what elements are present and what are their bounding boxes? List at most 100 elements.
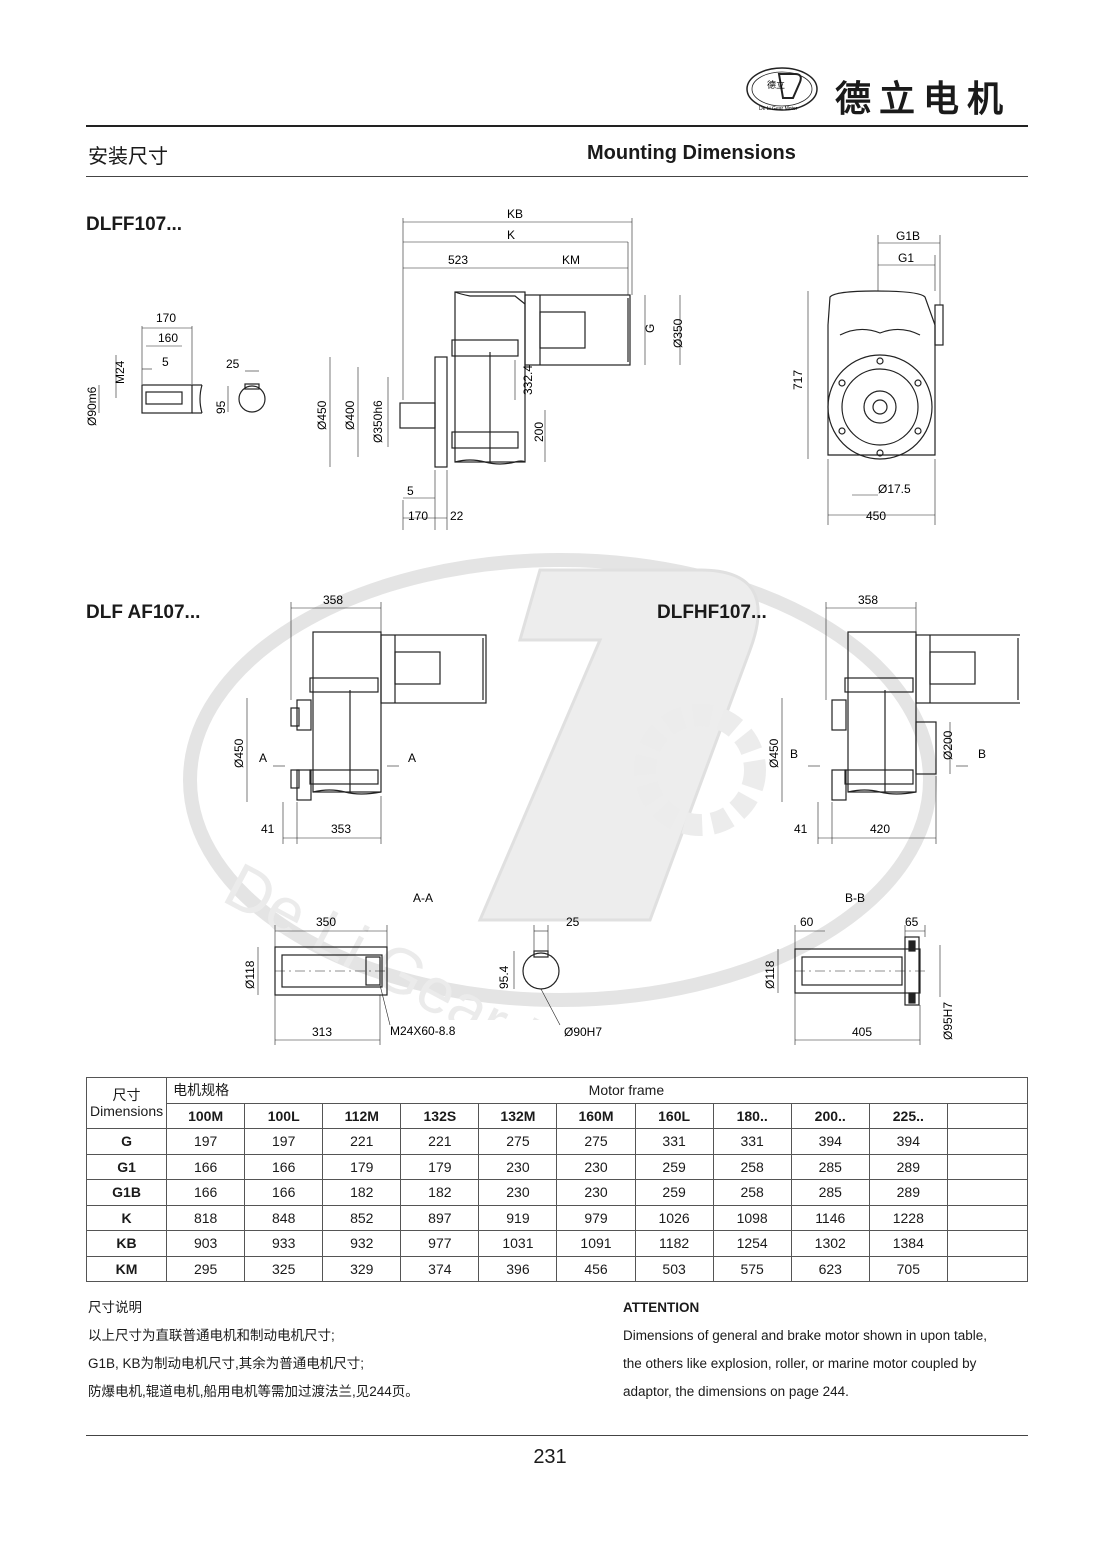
table-cell: 394	[790, 1128, 870, 1155]
dim-d450: Ø450	[315, 400, 329, 430]
model-label-ff: DLFF107...	[86, 214, 183, 235]
dim-d17: Ø17.5	[878, 482, 911, 496]
frame-cell: 132M	[478, 1102, 558, 1129]
table-cell: 275	[556, 1128, 636, 1155]
notes-cn-title: 尺寸说明	[88, 1300, 142, 1315]
table-cell: 1254	[712, 1230, 792, 1257]
dim-bb-65: 65	[905, 915, 919, 929]
dim-aa-95: 95.4	[497, 965, 511, 989]
table-cell: 259	[634, 1153, 714, 1180]
table-cell: 230	[556, 1179, 636, 1206]
table-cell: 396	[478, 1255, 558, 1282]
table-cell: 197	[244, 1128, 324, 1155]
row-label: G1	[85, 1153, 168, 1180]
dim-b22: 22	[450, 509, 464, 523]
dim-aa-key-25: 25	[566, 915, 580, 929]
frame-cell: 132S	[400, 1102, 480, 1129]
watermark: De Li Gear Motor	[183, 553, 937, 1020]
dim-200: 200	[532, 422, 546, 442]
dim-b170: 170	[408, 509, 428, 523]
row-label: G1B	[85, 1179, 168, 1206]
table-row: K 818 848 852 897 919 979 1026 1098 1146…	[85, 1204, 1029, 1231]
dim-faf-353: 353	[331, 822, 351, 836]
dim-aa-313: 313	[312, 1025, 332, 1039]
table-cell: 221	[400, 1128, 480, 1155]
dim-faf-41: 41	[261, 822, 275, 836]
table-cell: 977	[400, 1230, 480, 1257]
dim-d400: Ø400	[343, 400, 357, 430]
table-cell: 325	[244, 1255, 324, 1282]
shaft-end-drawing: 170 160 5 M24 Ø90m6 25 95	[85, 311, 266, 426]
dim-fhf-d450: Ø450	[767, 738, 781, 768]
section-title-cn: 安装尺寸	[88, 146, 168, 168]
frame-cell-empty	[946, 1102, 1029, 1129]
dim-d350: Ø350	[671, 318, 685, 348]
table-cell-empty	[946, 1128, 1029, 1155]
table-cell: 179	[400, 1153, 480, 1180]
dim-shaft-160: 160	[158, 331, 178, 345]
table-cell: 919	[478, 1204, 558, 1231]
dim-bb-405: 405	[852, 1025, 872, 1039]
section-title-en: Mounting Dimensions	[587, 142, 796, 164]
table-cell: 1031	[478, 1230, 558, 1257]
table-cell: 230	[478, 1153, 558, 1180]
table-cell: 289	[868, 1179, 948, 1206]
table-cell: 848	[244, 1204, 324, 1231]
notes-en-line: adaptor, the dimensions on page 244.	[623, 1384, 849, 1399]
table-cell: 852	[322, 1204, 402, 1231]
table-cell: 329	[322, 1255, 402, 1282]
section-a-left: A	[259, 751, 267, 765]
notes-en-line: Dimensions of general and brake motor sh…	[623, 1328, 987, 1343]
dim-key-25: 25	[226, 357, 240, 371]
table-cell: 897	[400, 1204, 480, 1231]
frame-cell: 180..	[712, 1102, 792, 1129]
frame-cell: 100M	[166, 1102, 246, 1129]
dim-shaft-m24: M24	[113, 360, 127, 384]
ff-side-view-drawing: KB K 523 KM G Ø350 332.4 Ø450 Ø400 Ø350h…	[315, 207, 685, 530]
page-number: 231	[533, 1446, 567, 1468]
model-label-fhf: DLFHF107...	[657, 602, 767, 623]
table-cell: 179	[322, 1153, 402, 1180]
dim-shaft-d90: Ø90m6	[85, 386, 99, 426]
table-cell: 258	[712, 1179, 792, 1206]
ff-front-view-drawing: G1B G1 717 Ø17.5 450	[791, 229, 944, 525]
header-divider	[86, 125, 1028, 127]
table-cell: 1098	[712, 1204, 792, 1231]
dim-bb-d118: Ø118	[763, 960, 777, 989]
table-cell: 182	[322, 1179, 402, 1206]
table-cell: 275	[478, 1128, 558, 1155]
table-cell: 230	[478, 1179, 558, 1206]
table-cell: 182	[400, 1179, 480, 1206]
dim-fhf-358: 358	[858, 593, 878, 607]
table-cell: 1182	[634, 1230, 714, 1257]
dim-faf-358: 358	[323, 593, 343, 607]
dim-fhf-420: 420	[870, 822, 890, 836]
row-label: K	[85, 1204, 168, 1231]
row-label: KB	[85, 1230, 168, 1257]
table-cell: 374	[400, 1255, 480, 1282]
table-cell: 903	[166, 1230, 246, 1257]
fhf-side-view-drawing: 358 Ø450 Ø200 B B 41 420	[767, 593, 1020, 844]
table-row: KM 295 325 329 374 396 456 503 575 623 7…	[85, 1255, 1029, 1282]
table-row: KB 903 933 932 977 1031 1091 1182 1254 1…	[85, 1230, 1029, 1257]
table-cell: 166	[244, 1179, 324, 1206]
logo-ring-text: De Li Gear Motor	[759, 106, 798, 112]
notes-cn-line: 以上尺寸为直联普通电机和制动电机尺寸;	[88, 1328, 335, 1343]
dim-aa-d90: Ø90H7	[564, 1025, 602, 1039]
dim-aa-350: 350	[316, 915, 336, 929]
table-header-row: 尺寸 Dimensions 电机规格 Motor frame	[85, 1077, 1028, 1129]
frame-cell: 100L	[244, 1102, 324, 1129]
table-row: G 197 197 221 221 275 275 331 331 394 39…	[85, 1128, 1029, 1155]
table-cell: 289	[868, 1153, 948, 1180]
dim-kb: KB	[507, 207, 523, 221]
dim-k: K	[507, 228, 515, 242]
section-divider	[86, 176, 1028, 177]
table-cell: 1146	[790, 1204, 870, 1231]
frame-cell: 225..	[868, 1102, 948, 1129]
table-cell: 705	[868, 1255, 948, 1282]
table-cell: 331	[634, 1128, 714, 1155]
motor-frame-label-cn: 电机规格	[166, 1077, 245, 1104]
frame-cell: 112M	[322, 1102, 402, 1129]
table-cell: 295	[166, 1255, 246, 1282]
table-cell: 456	[556, 1255, 636, 1282]
